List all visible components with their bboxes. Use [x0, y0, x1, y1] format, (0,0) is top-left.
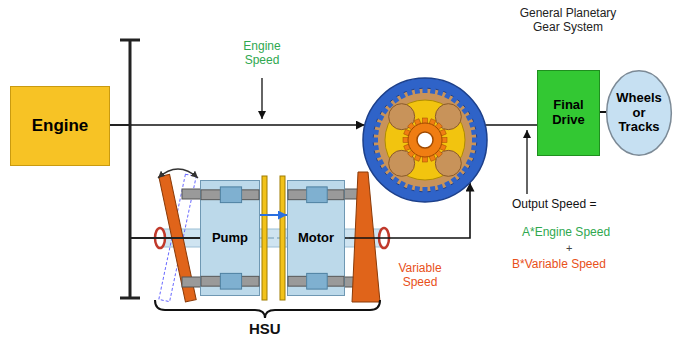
valve-plate — [280, 176, 285, 300]
speed-label: Engine Speed — [230, 40, 294, 68]
output-formula: A*Engine Speed — [522, 226, 610, 240]
output-formula: Output Speed = — [512, 198, 596, 212]
node-label: Final Drive — [542, 98, 595, 128]
leader-arrow — [261, 78, 262, 119]
swash-plate — [352, 172, 380, 302]
pump-box: Pump — [200, 180, 260, 296]
speed-label: Variable Speed — [392, 262, 448, 290]
valve-plate — [262, 176, 267, 300]
wheels-ellipse: Wheels or Tracks — [606, 70, 672, 156]
output-formula: + — [566, 242, 572, 255]
connector — [600, 111, 606, 113]
piston-rod — [182, 277, 202, 287]
node-label: Motor — [298, 231, 334, 246]
output-formula: B*Variable Speed — [512, 258, 606, 272]
node-label: Engine — [32, 116, 89, 136]
hsu-brace — [155, 300, 380, 318]
bar-tick — [120, 39, 140, 42]
leader-arrow — [526, 130, 527, 194]
connector — [260, 214, 287, 216]
connector — [110, 125, 200, 238]
final-drive-box: Final Drive — [537, 70, 600, 156]
bar-tick — [120, 297, 140, 300]
node-label: Wheels or Tracks — [612, 91, 666, 136]
hsu-label: HSU — [249, 320, 281, 337]
engine-box: Engine — [10, 86, 110, 166]
planetary-gear-node: General Planetary Gear System — [362, 77, 488, 203]
motor-box: Motor — [287, 180, 345, 296]
gear-caption: General Planetary Gear System — [505, 7, 631, 35]
node-label: Pump — [212, 231, 248, 246]
planetary-gear — [362, 77, 488, 203]
connector — [485, 124, 537, 126]
tilt-arrow — [158, 169, 198, 178]
connector — [110, 124, 365, 126]
piston-rod — [182, 189, 202, 199]
